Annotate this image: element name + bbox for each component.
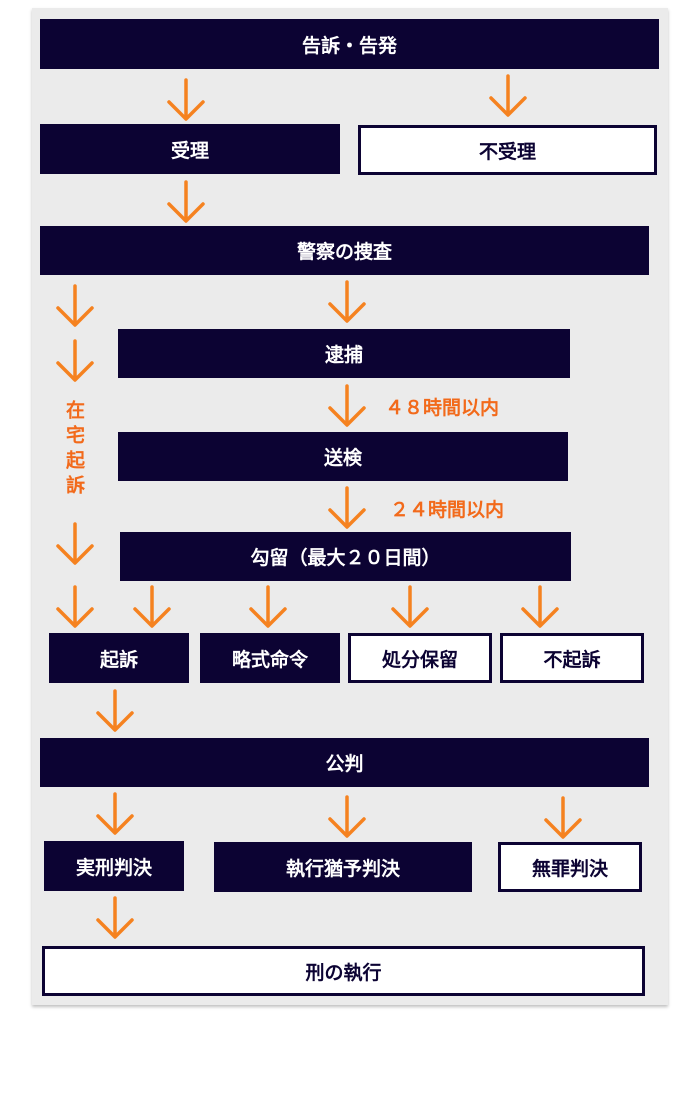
arrow-down-icon xyxy=(53,339,97,383)
arrow-down-icon xyxy=(164,78,208,122)
box-police-investigation: 警察の捜査 xyxy=(40,226,649,275)
arrow-down-icon xyxy=(93,792,137,836)
box-non-prosecution: 不起訴 xyxy=(500,633,644,683)
arrow-down-icon xyxy=(93,689,137,733)
box-prison-sentence: 実刑判決 xyxy=(44,841,184,891)
arrow-down-icon xyxy=(518,585,562,629)
arrow-down-icon xyxy=(325,486,369,530)
note-within-48h: ４８時間以内 xyxy=(385,397,500,419)
box-suspended-sentence: 執行猶予判決 xyxy=(214,842,472,892)
box-detention: 勾留（最大２０日間） xyxy=(120,532,571,581)
arrow-down-icon xyxy=(541,796,585,840)
arrow-down-icon xyxy=(325,795,369,839)
arrow-down-icon xyxy=(130,585,174,629)
arrow-down-icon xyxy=(325,280,369,324)
arrow-down-icon xyxy=(53,585,97,629)
box-summary-order: 略式命令 xyxy=(200,633,340,683)
arrow-down-icon xyxy=(325,384,369,428)
box-accepted: 受理 xyxy=(40,124,340,174)
box-indictment: 起訴 xyxy=(49,633,189,683)
arrow-down-icon xyxy=(388,585,432,629)
arrow-down-icon xyxy=(246,585,290,629)
box-complaint: 告訴・告発 xyxy=(40,19,659,69)
arrow-down-icon xyxy=(164,180,208,224)
arrow-down-icon xyxy=(486,74,530,118)
box-disposition-pending: 処分保留 xyxy=(348,633,492,683)
arrow-down-icon xyxy=(93,896,137,940)
note-indictment-without-arrest: 在宅起訴 xyxy=(63,400,85,500)
box-referral: 送検 xyxy=(118,432,568,481)
box-trial: 公判 xyxy=(40,738,649,787)
box-execution: 刑の執行 xyxy=(42,946,645,996)
arrow-down-icon xyxy=(53,284,97,328)
note-within-24h: ２４時間以内 xyxy=(390,499,505,521)
box-acquittal: 無罪判決 xyxy=(498,842,642,892)
arrow-down-icon xyxy=(53,522,97,566)
box-arrest: 逮捕 xyxy=(118,329,570,378)
box-rejected: 不受理 xyxy=(358,125,657,175)
